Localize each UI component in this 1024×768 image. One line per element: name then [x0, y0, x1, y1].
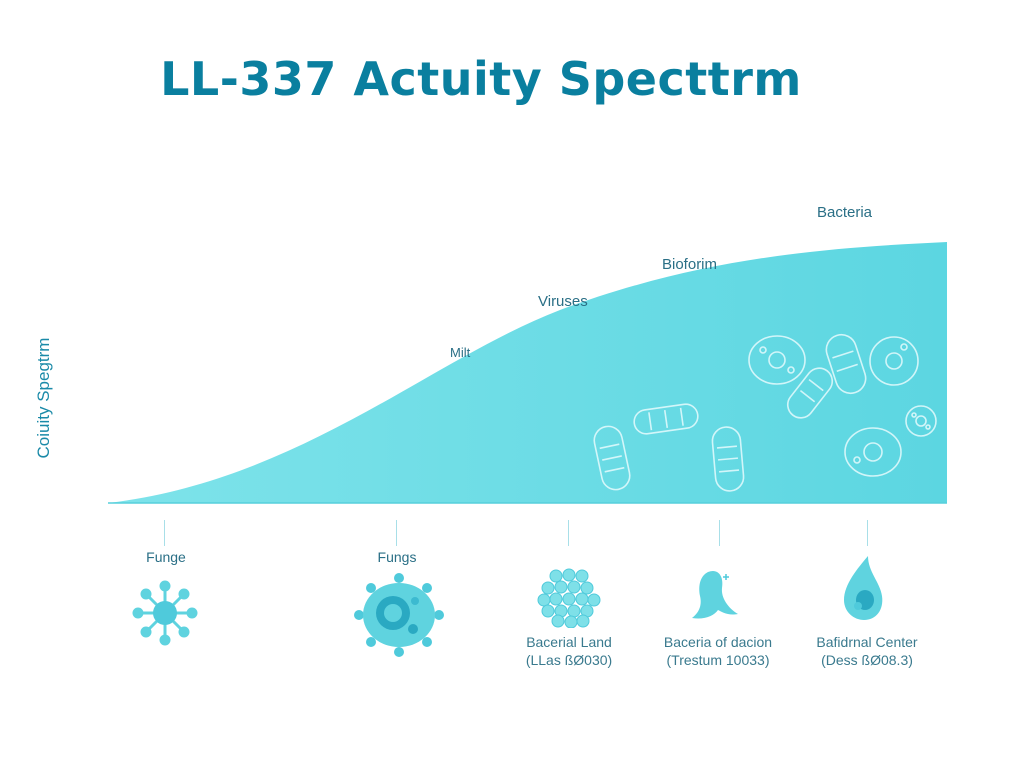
category-tick [396, 520, 397, 546]
caption-line: (Trestum 10033) [666, 652, 770, 668]
penguin-shape-icon [692, 570, 738, 619]
category-caption: Baceria of dacion (Trestum 10033) [633, 633, 803, 669]
label-milt: Milt [450, 345, 471, 360]
diagram-title: LL-337 Actuity Specttrm [160, 52, 802, 106]
droplet-icon [844, 556, 883, 620]
round-bacterium-icon [748, 335, 806, 385]
caption-line: (LLas ßØ030) [525, 652, 613, 668]
caption-line: Bafidrnal Center [816, 634, 918, 650]
caption-line: Bacerial Land [526, 634, 612, 650]
virus-cell-icon [354, 573, 444, 657]
rod-bacterium-icon [593, 425, 631, 491]
round-bacterium-icon [905, 405, 937, 437]
activity-curve-area [108, 242, 947, 503]
label-viruses: Viruses [538, 293, 588, 310]
rod-bacterium-icon [825, 333, 867, 395]
bacteria-illustrations [593, 333, 937, 492]
bacteria-cluster-icon [537, 568, 601, 628]
label-bioform: Bioforim [662, 256, 718, 273]
rod-bacterium-icon [633, 403, 699, 435]
label-bacteria: Bacteria [817, 204, 873, 221]
rod-bacterium-icon [711, 426, 745, 492]
caption-line: (Dess ßØ08.3) [821, 652, 913, 668]
round-bacterium-icon [844, 427, 902, 477]
category-title: Funge [146, 549, 186, 565]
category-tick [867, 520, 868, 546]
rod-bacterium-icon [786, 367, 834, 419]
virus-spiky-icon [132, 580, 198, 646]
category-tick [719, 520, 720, 546]
caption-line: Baceria of dacion [663, 634, 773, 650]
category-caption: Bacerial Land (LLas ßØ030) [484, 633, 654, 669]
category-title: Fungs [377, 549, 417, 565]
category-tick [164, 520, 165, 546]
round-bacterium-icon [869, 336, 919, 386]
category-tick [568, 520, 569, 546]
category-caption: Bafidrnal Center (Dess ßØ08.3) [782, 633, 952, 669]
